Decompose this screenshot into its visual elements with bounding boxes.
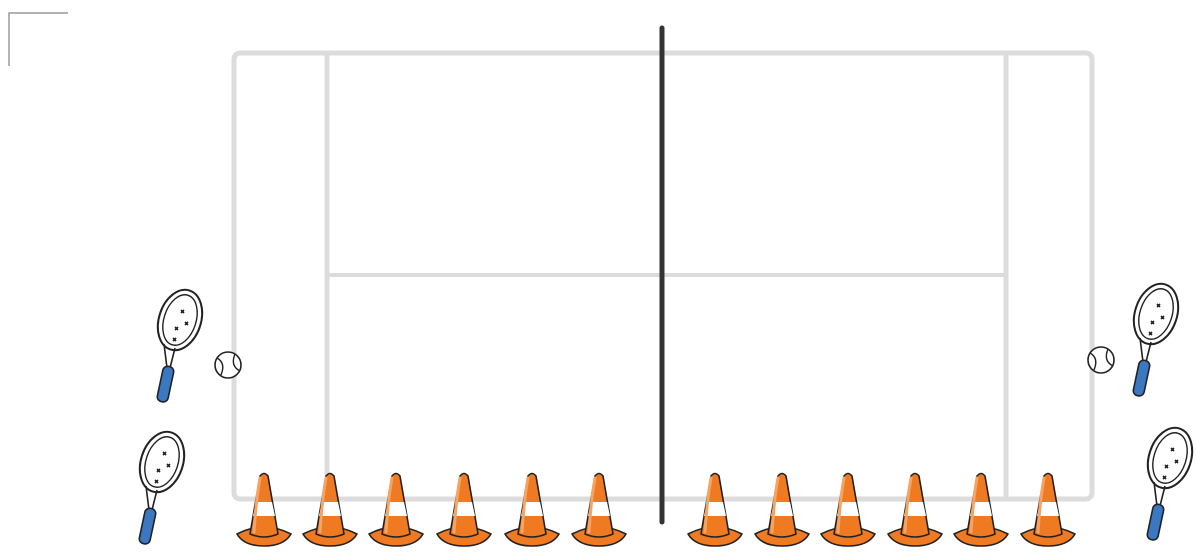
cone-icon — [1019, 472, 1077, 548]
tennis-ball-icon — [1087, 346, 1115, 374]
cone-icon — [301, 472, 359, 548]
cone-icon — [686, 472, 744, 548]
cone-icon — [753, 472, 811, 548]
cone-icon — [570, 472, 628, 548]
tennis-ball-icon — [214, 351, 242, 379]
cone-icon — [952, 472, 1010, 548]
tennis-court — [231, 25, 1095, 525]
cone-icon — [886, 472, 944, 548]
cone-icon — [235, 472, 293, 548]
cones-left-row — [235, 472, 628, 548]
cone-icon — [367, 472, 425, 548]
racket-icon — [1139, 421, 1196, 542]
racket-icon — [149, 283, 211, 404]
racket-icon — [1125, 277, 1187, 398]
racket-icon — [131, 425, 193, 546]
right-player-group — [1087, 277, 1196, 542]
corner-mark — [8, 12, 68, 66]
left-player-group — [131, 283, 242, 546]
cones-right-row — [686, 472, 1077, 548]
cone-icon — [435, 472, 493, 548]
cone-icon — [503, 472, 561, 548]
cone-icon — [819, 472, 877, 548]
